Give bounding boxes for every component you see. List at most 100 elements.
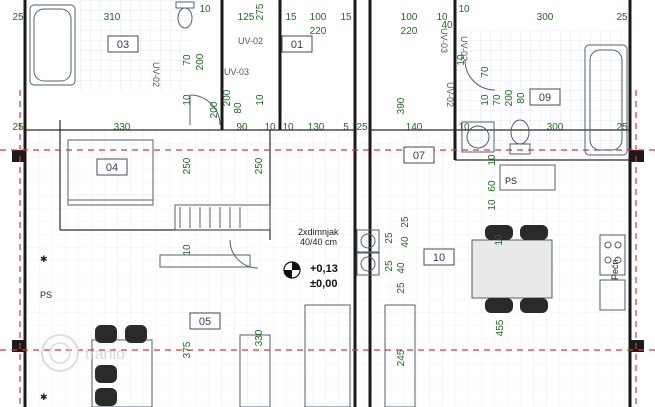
room-label-05: 05 (189, 312, 221, 330)
door-swings (189, 59, 496, 269)
svg-text:04: 04 (106, 162, 118, 174)
room-label-09: 09 (529, 88, 561, 106)
washer-right (461, 119, 531, 155)
dim-label: 80 (233, 102, 244, 114)
dim-label: 25 (400, 216, 411, 228)
svg-text:UV-03: UV-03 (439, 28, 449, 53)
dim-label: 10 (264, 122, 276, 133)
dim-label: 25 (12, 122, 24, 133)
dim-label: 25 (616, 122, 628, 133)
room-label-07: 07 (403, 146, 435, 164)
dim-label: 10 (255, 94, 266, 106)
dim-label: 90 (236, 122, 248, 133)
svg-text:✱: ✱ (40, 254, 48, 264)
dim-label: 25 (616, 12, 628, 23)
svg-text:UV-02: UV-02 (151, 62, 161, 87)
bathtub-left (29, 4, 76, 86)
dim-label: 220 (310, 26, 327, 37)
dim-label: 80 (516, 92, 527, 104)
dimensions-horizontal: 310 10 125 15 100 15 100 10 40 10 300 22… (12, 4, 628, 133)
dim-label: 300 (537, 12, 554, 23)
toilet-top (175, 1, 195, 29)
dim-label: 15 (285, 12, 297, 23)
dim-label: 25 (12, 12, 24, 23)
pecn-label: Pećn. (610, 257, 620, 280)
svg-text:UV-02: UV-02 (459, 36, 469, 61)
svg-text:03: 03 (117, 39, 129, 51)
dim-label: 330 (114, 122, 131, 133)
wardrobe (174, 204, 271, 231)
dim-label: 10 (458, 122, 470, 133)
chimney-size: 40/40 cm (300, 237, 337, 247)
dim-label: 70 (480, 66, 491, 78)
dim-label: 10 (456, 54, 467, 66)
dim-label: 10 (182, 94, 193, 106)
dim-label: 200 (209, 101, 220, 118)
dim-label: 60 (487, 180, 498, 192)
dim-label: 10 (199, 4, 211, 15)
chimney-note: 2xdimnjak (298, 227, 339, 237)
room-label-10: 10 (423, 248, 455, 266)
dim-label: 25 (384, 232, 395, 244)
dim-label: 200 (195, 53, 206, 70)
dim-label: 220 (401, 26, 418, 37)
dining-table-05 (91, 325, 153, 407)
dining-table (471, 225, 553, 313)
dim-label: 250 (254, 157, 265, 174)
watermark-text: tranio (85, 346, 125, 363)
dim-label: 310 (104, 12, 121, 23)
watermark: tranio (41, 334, 125, 372)
dim-label: 125 (238, 12, 255, 23)
dim-label: 40 (441, 20, 453, 31)
dim-label: 245 (396, 349, 407, 366)
dim-label: 275 (255, 3, 266, 20)
dim-label: 5 (343, 122, 349, 133)
sofa-blocks (239, 304, 416, 407)
dim-label: 40 (396, 262, 407, 274)
svg-text:UV-02: UV-02 (238, 36, 263, 46)
dim-label: 330 (254, 329, 265, 346)
room-label-01: 01 (281, 35, 313, 53)
dim-label: 100 (401, 12, 418, 23)
level-marker-icon (283, 261, 301, 279)
dim-label: 10 (282, 122, 294, 133)
dim-label: 455 (495, 319, 506, 336)
dim-label: 70 (492, 94, 503, 106)
dim-label: 10 (458, 4, 470, 15)
svg-text:UV-03: UV-03 (224, 67, 249, 77)
dim-label: 100 (310, 12, 327, 23)
dim-label: 250 (182, 157, 193, 174)
walls (12, 0, 644, 407)
ps-label-left: PS (40, 290, 52, 300)
dim-label: 390 (396, 97, 407, 114)
chimney (356, 229, 380, 276)
svg-text:09: 09 (539, 92, 551, 104)
dim-label: 25 (384, 260, 395, 272)
dim-label: 10 (487, 154, 498, 166)
room-label-03: 03 (107, 35, 139, 53)
dim-label: 10 (182, 244, 193, 256)
dim-label: 25 (356, 122, 368, 133)
dim-label: 130 (308, 122, 325, 133)
kitchen-island (159, 164, 626, 311)
dim-label: 70 (182, 54, 193, 66)
dashed-lines (0, 90, 655, 407)
ps-label-right: PS (505, 176, 517, 186)
svg-text:01: 01 (291, 39, 303, 51)
dimensions-vertical: 275 70 200 200 10 10 200 80 10 390 70 70… (182, 3, 527, 366)
svg-text:UV-02: UV-02 (445, 82, 455, 107)
dim-label: 15 (340, 12, 352, 23)
dim-label: 140 (406, 122, 423, 133)
svg-text:10: 10 (433, 252, 445, 264)
dim-label: 25 (396, 282, 407, 294)
dim-label: 10 (436, 12, 448, 23)
bed (67, 139, 154, 206)
svg-text:05: 05 (199, 316, 211, 328)
bathtub-right (584, 44, 628, 156)
dim-label: 375 (182, 341, 193, 358)
uv-labels: UV-02 UV-03 UV-02 UV-03 UV-02 UV-02 (151, 28, 469, 107)
svg-text:07: 07 (413, 150, 425, 162)
dim-label: 10 (494, 234, 505, 246)
level-top: +0,13 (310, 263, 338, 275)
